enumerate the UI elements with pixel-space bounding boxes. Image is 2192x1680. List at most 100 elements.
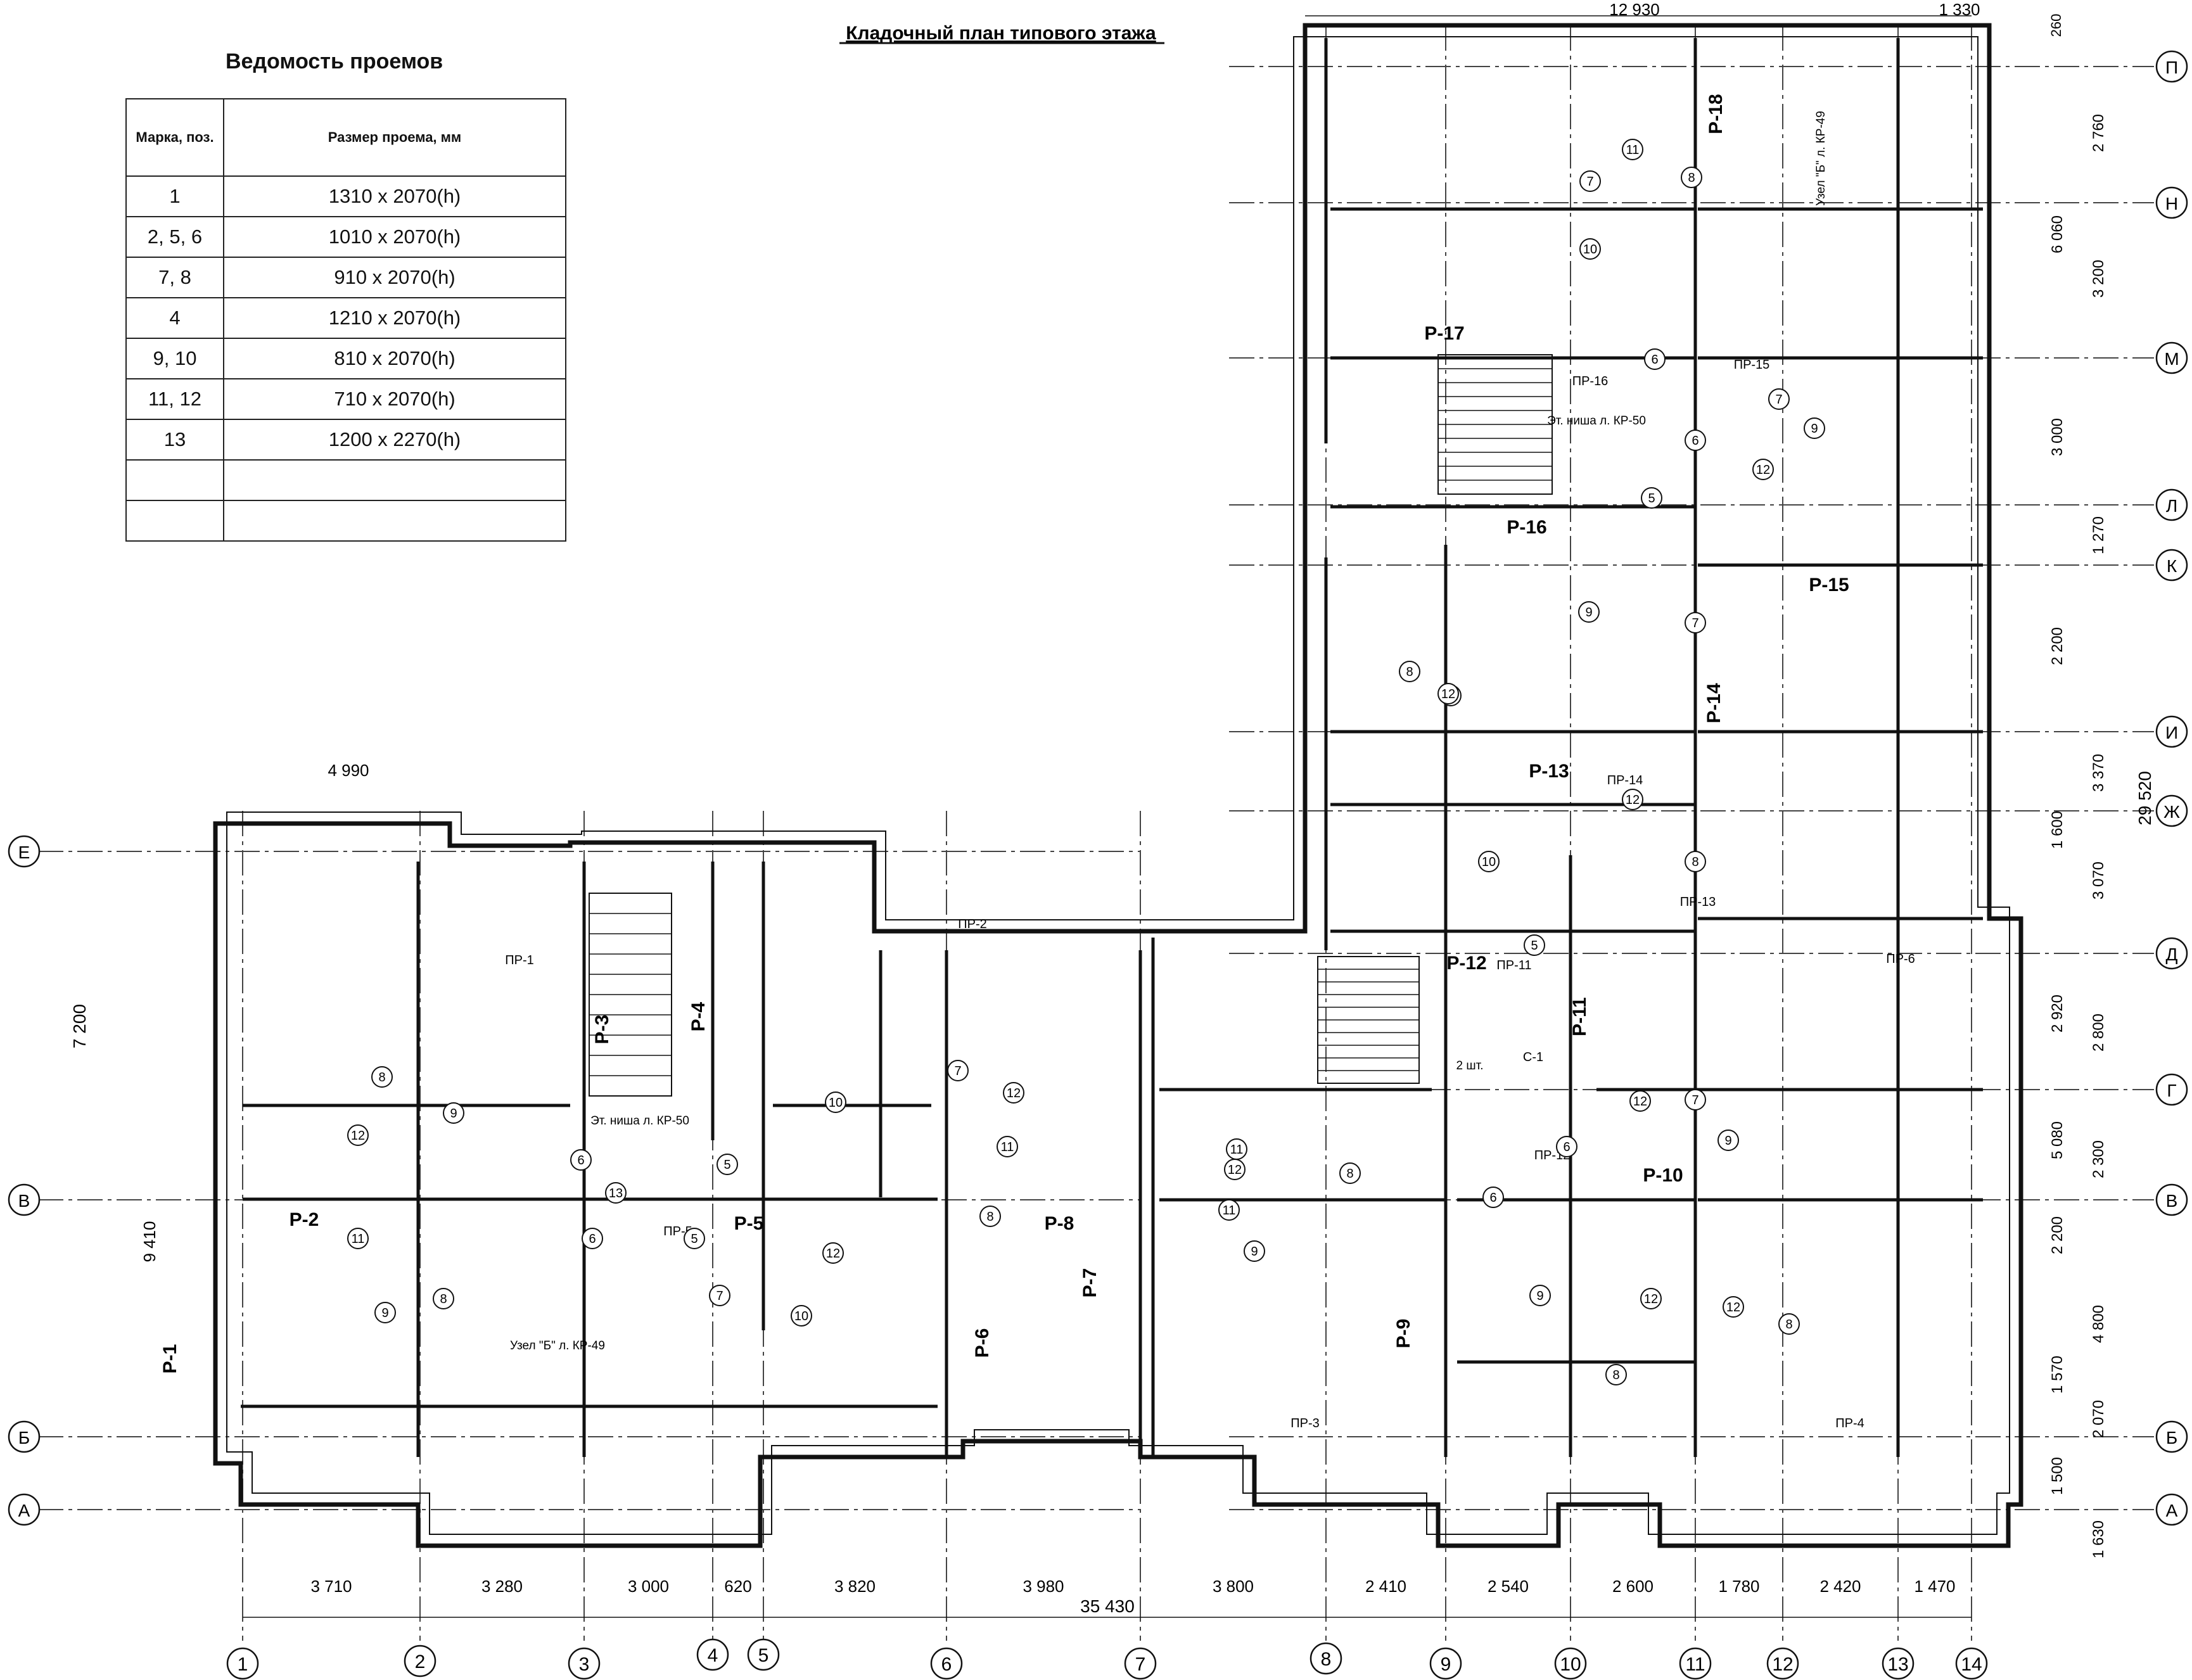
span-dimension: 2 540 — [1488, 1577, 1529, 1596]
opening-marker — [1622, 789, 1643, 810]
section-label: Р-2 — [290, 1209, 319, 1230]
opening-number: 5 — [1531, 939, 1538, 953]
opening-number: 8 — [1612, 1368, 1619, 1382]
opening-number: 8 — [378, 1071, 385, 1085]
opening-marker — [1622, 139, 1643, 160]
opening-number: 5 — [1648, 492, 1655, 506]
note-label: Узел "Б" л. КР-49 — [510, 1339, 605, 1352]
schedule-mark: 1 — [125, 175, 224, 217]
axis-label-row: А — [2166, 1501, 2178, 1520]
axis-label-row: Е — [18, 843, 30, 862]
span-dimension: 2 920 — [2049, 995, 2066, 1033]
span-dimension: 3 370 — [2090, 754, 2107, 792]
section-label: Р-6 — [972, 1328, 993, 1358]
opening-marker — [1218, 1199, 1240, 1221]
opening-marker — [1524, 934, 1545, 956]
dimension-label: 9 410 — [140, 1221, 159, 1262]
opening-number: 10 — [1583, 243, 1597, 257]
opening-marker — [709, 1285, 730, 1306]
axis-label-col: 11 — [1685, 1654, 1705, 1675]
axis-bubble-row — [2155, 488, 2188, 521]
axis-bubble-col — [1679, 1647, 1712, 1680]
section-label: Р-10 — [1643, 1165, 1683, 1186]
opening-number: 9 — [1811, 422, 1818, 436]
axis-label-row: В — [2166, 1191, 2178, 1211]
axis-label-col: 13 — [1887, 1654, 1908, 1675]
axis-label-col: 6 — [941, 1654, 952, 1675]
opening-marker — [684, 1228, 705, 1249]
section-label: Р-16 — [1507, 517, 1546, 538]
span-dimension: 3 820 — [834, 1577, 876, 1596]
opening-number: 7 — [716, 1289, 723, 1303]
axis-label-row: Н — [2165, 194, 2178, 213]
lintel-label: ПР-13 — [1680, 895, 1716, 909]
span-dimension: 2 760 — [2090, 114, 2107, 152]
section-label: Р-4 — [688, 1002, 709, 1031]
dimension-label: 7 200 — [70, 1004, 89, 1048]
schedule-size — [223, 500, 566, 542]
opening-marker — [433, 1288, 454, 1309]
schedule-size — [223, 459, 566, 501]
opening-marker — [374, 1302, 396, 1323]
opening-marker — [605, 1182, 627, 1204]
opening-number: 8 — [1346, 1167, 1353, 1181]
axis-bubble-row — [2155, 186, 2188, 219]
opening-marker — [1244, 1240, 1265, 1262]
schedule-size: 1210 x 2070(h) — [223, 297, 566, 339]
opening-number: 12 — [826, 1247, 840, 1261]
dimension-label: 4 990 — [328, 761, 369, 780]
opening-number: 6 — [1489, 1191, 1496, 1205]
opening-number: 6 — [589, 1232, 596, 1246]
opening-marker — [1482, 1187, 1504, 1208]
opening-number: 7 — [954, 1064, 961, 1078]
opening-marker — [371, 1066, 393, 1088]
axis-bubble-col — [226, 1647, 259, 1680]
schedule-mark: 2, 5, 6 — [125, 216, 224, 258]
axis-bubble-col — [1554, 1647, 1587, 1680]
span-dimension: 2 600 — [1612, 1577, 1654, 1596]
lintel-label: ПР-11 — [1496, 958, 1531, 972]
opening-number: 9 — [1536, 1289, 1543, 1303]
lintel-label: ПР-6 — [1886, 952, 1915, 966]
opening-marker — [1804, 417, 1825, 439]
axis-bubble-row — [8, 1183, 41, 1216]
opening-marker — [1641, 487, 1662, 509]
span-dimension: 1 270 — [2090, 516, 2107, 554]
axis-label-col: 5 — [758, 1645, 769, 1666]
span-dimension: 2 420 — [1819, 1577, 1861, 1596]
dimension-label: 260 — [2048, 14, 2064, 37]
axis-label-row: П — [2165, 58, 2178, 77]
opening-number: 12 — [1756, 463, 1770, 477]
section-label: Р-13 — [1529, 761, 1569, 782]
opening-number: 5 — [723, 1158, 730, 1172]
lintel-label: ПР-16 — [1572, 374, 1609, 388]
opening-number: 12 — [1626, 793, 1640, 807]
axis-label-row: И — [2165, 723, 2178, 742]
section-label: Р-1 — [160, 1344, 181, 1374]
span-dimension: 3 200 — [2090, 260, 2107, 298]
section-label: Р-5 — [734, 1213, 764, 1234]
section-label: Р-11 — [1569, 997, 1590, 1036]
opening-number: 9 — [450, 1107, 457, 1121]
span-dimension: 1 600 — [2049, 811, 2066, 849]
opening-number: 12 — [1228, 1163, 1242, 1177]
axis-label-row: Д — [2166, 945, 2178, 964]
lintel-label: ПР-2 — [958, 917, 987, 931]
axis-label-col: 8 — [1321, 1649, 1332, 1670]
opening-number: 8 — [1406, 665, 1413, 679]
opening-number: 10 — [829, 1096, 843, 1110]
section-label: Р-9 — [1393, 1319, 1414, 1349]
opening-marker — [1399, 661, 1420, 682]
axis-bubble-row — [2155, 1420, 2188, 1453]
opening-number: 12 — [1726, 1301, 1740, 1314]
opening-marker — [947, 1060, 969, 1081]
span-dimension: 1 780 — [1718, 1577, 1759, 1596]
note-label: Эт. ниша л. КР-50 — [590, 1114, 689, 1128]
axis-label-row: А — [18, 1501, 30, 1520]
span-dimension: 3 000 — [628, 1577, 669, 1596]
opening-number: 11 — [1001, 1140, 1014, 1154]
dimension-label: 1 330 — [1939, 0, 1980, 19]
